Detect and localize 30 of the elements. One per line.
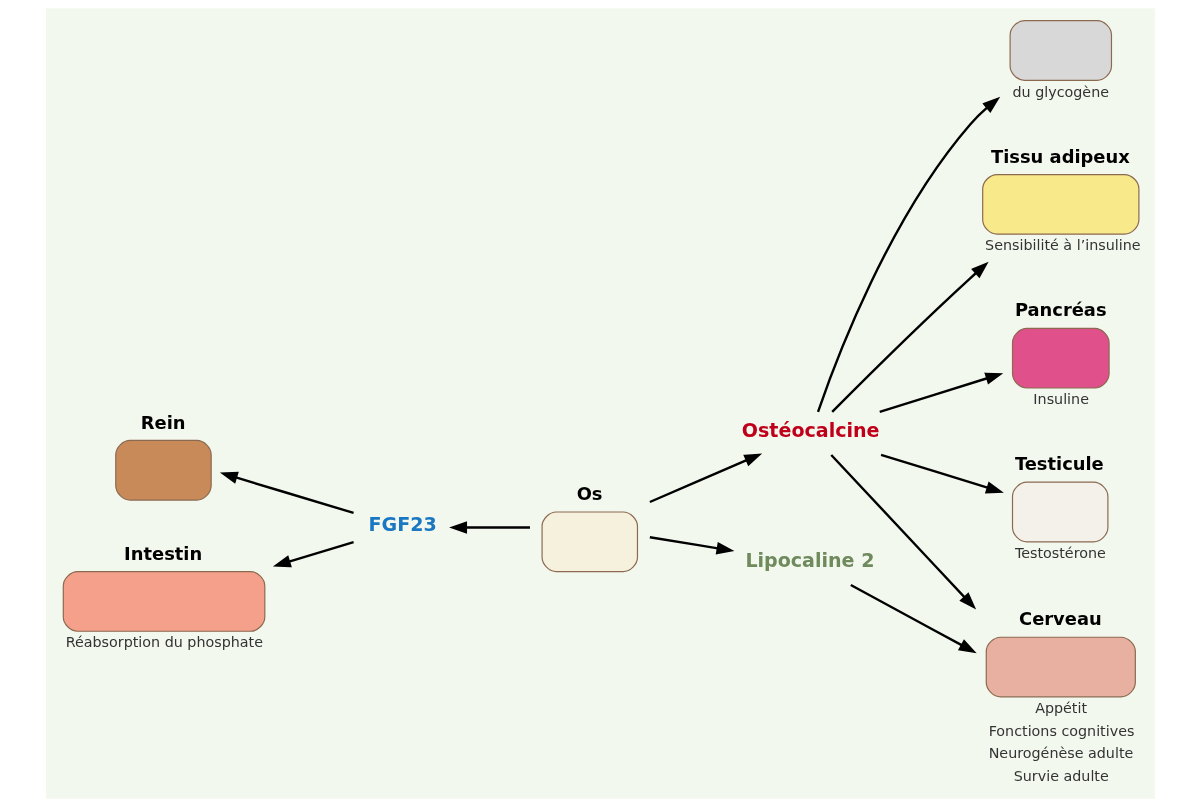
node-label: Testicule (1014, 453, 1104, 475)
node-label: Pancréas (1014, 299, 1107, 321)
node-text: Ostéocalcine (741, 418, 880, 441)
node-label: Insuline (1032, 391, 1089, 408)
node-text: FGF23 (368, 512, 437, 535)
node-label: Survie adulte (1013, 768, 1109, 785)
arrow (649, 536, 734, 555)
arrow (448, 521, 530, 534)
arrow (648, 453, 762, 504)
node-label: Os (576, 483, 602, 505)
arrow (816, 96, 1000, 413)
node-label: du glycogène (1012, 83, 1109, 100)
arrow (830, 261, 989, 413)
arrow (829, 454, 976, 610)
node-label: Testostérone (1014, 545, 1106, 562)
node-label: Sensibilité à l’insuline (984, 237, 1141, 254)
node-label: Intestin (123, 542, 202, 564)
node-label: Cerveau (1018, 608, 1102, 630)
arrow (880, 453, 1004, 494)
arrow (878, 372, 1003, 413)
node-label: Fonctions cognitives (988, 722, 1134, 739)
arrow (849, 583, 977, 654)
arrow (272, 540, 354, 568)
node-label: Réabsorption du phosphate (65, 634, 263, 651)
node-label: Neurogénèse adulte (988, 745, 1133, 762)
arrow (219, 471, 354, 515)
node-label: Rein (140, 411, 186, 433)
node-label: Tissu adipeux (990, 145, 1130, 167)
node-label: Appétit (1034, 700, 1087, 717)
node-text: Lipocaline 2 (744, 548, 874, 571)
